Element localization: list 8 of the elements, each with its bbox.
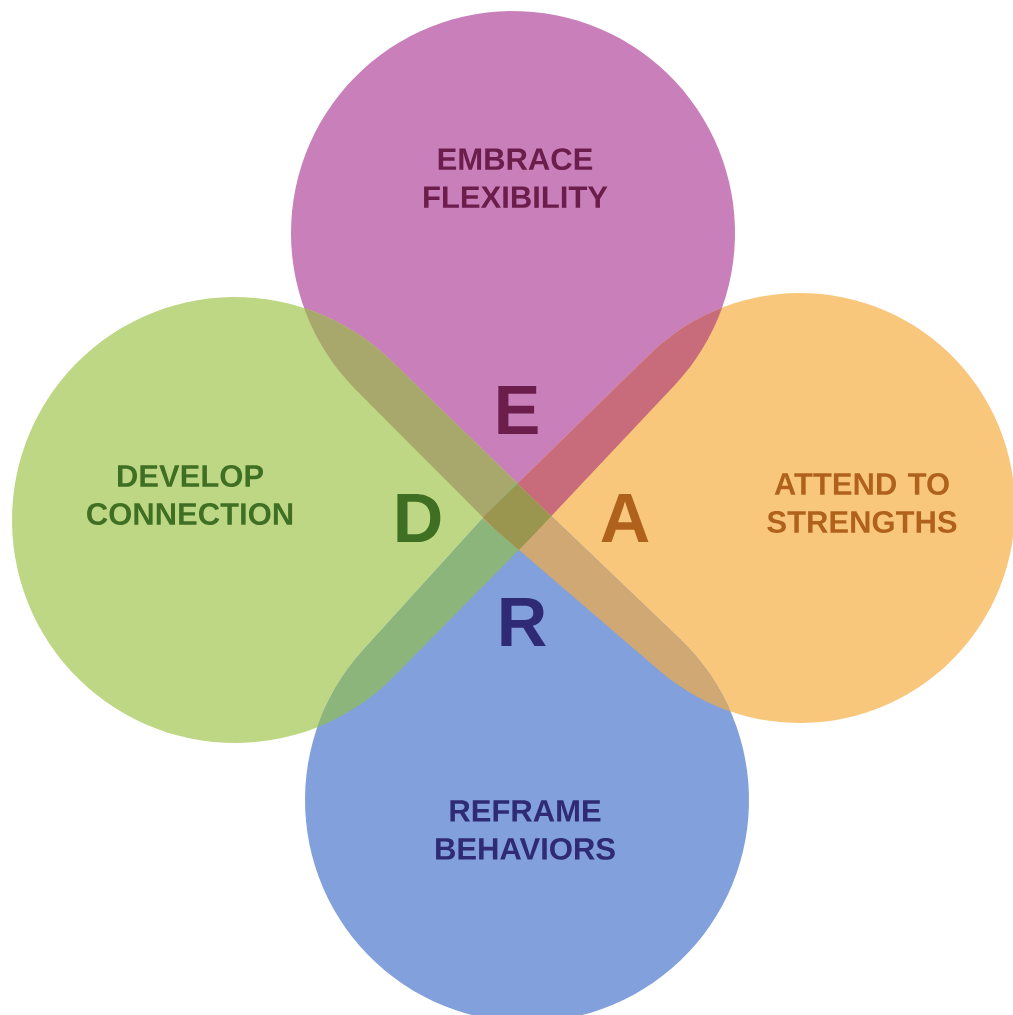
- initial-letter: R: [501, 597, 546, 647]
- initial-letter: D: [397, 493, 441, 543]
- initial-letter: A: [601, 493, 649, 543]
- initial-letter: E: [498, 385, 538, 435]
- petal-label: ATTEND TO STRENGTHS: [767, 473, 957, 533]
- petal-label: EMBRACE FLEXIBILITY: [424, 148, 608, 208]
- petal-label: REFRAME BEHAVIORS: [436, 800, 615, 860]
- petal-label: DEVELOP CONNECTION: [87, 465, 293, 525]
